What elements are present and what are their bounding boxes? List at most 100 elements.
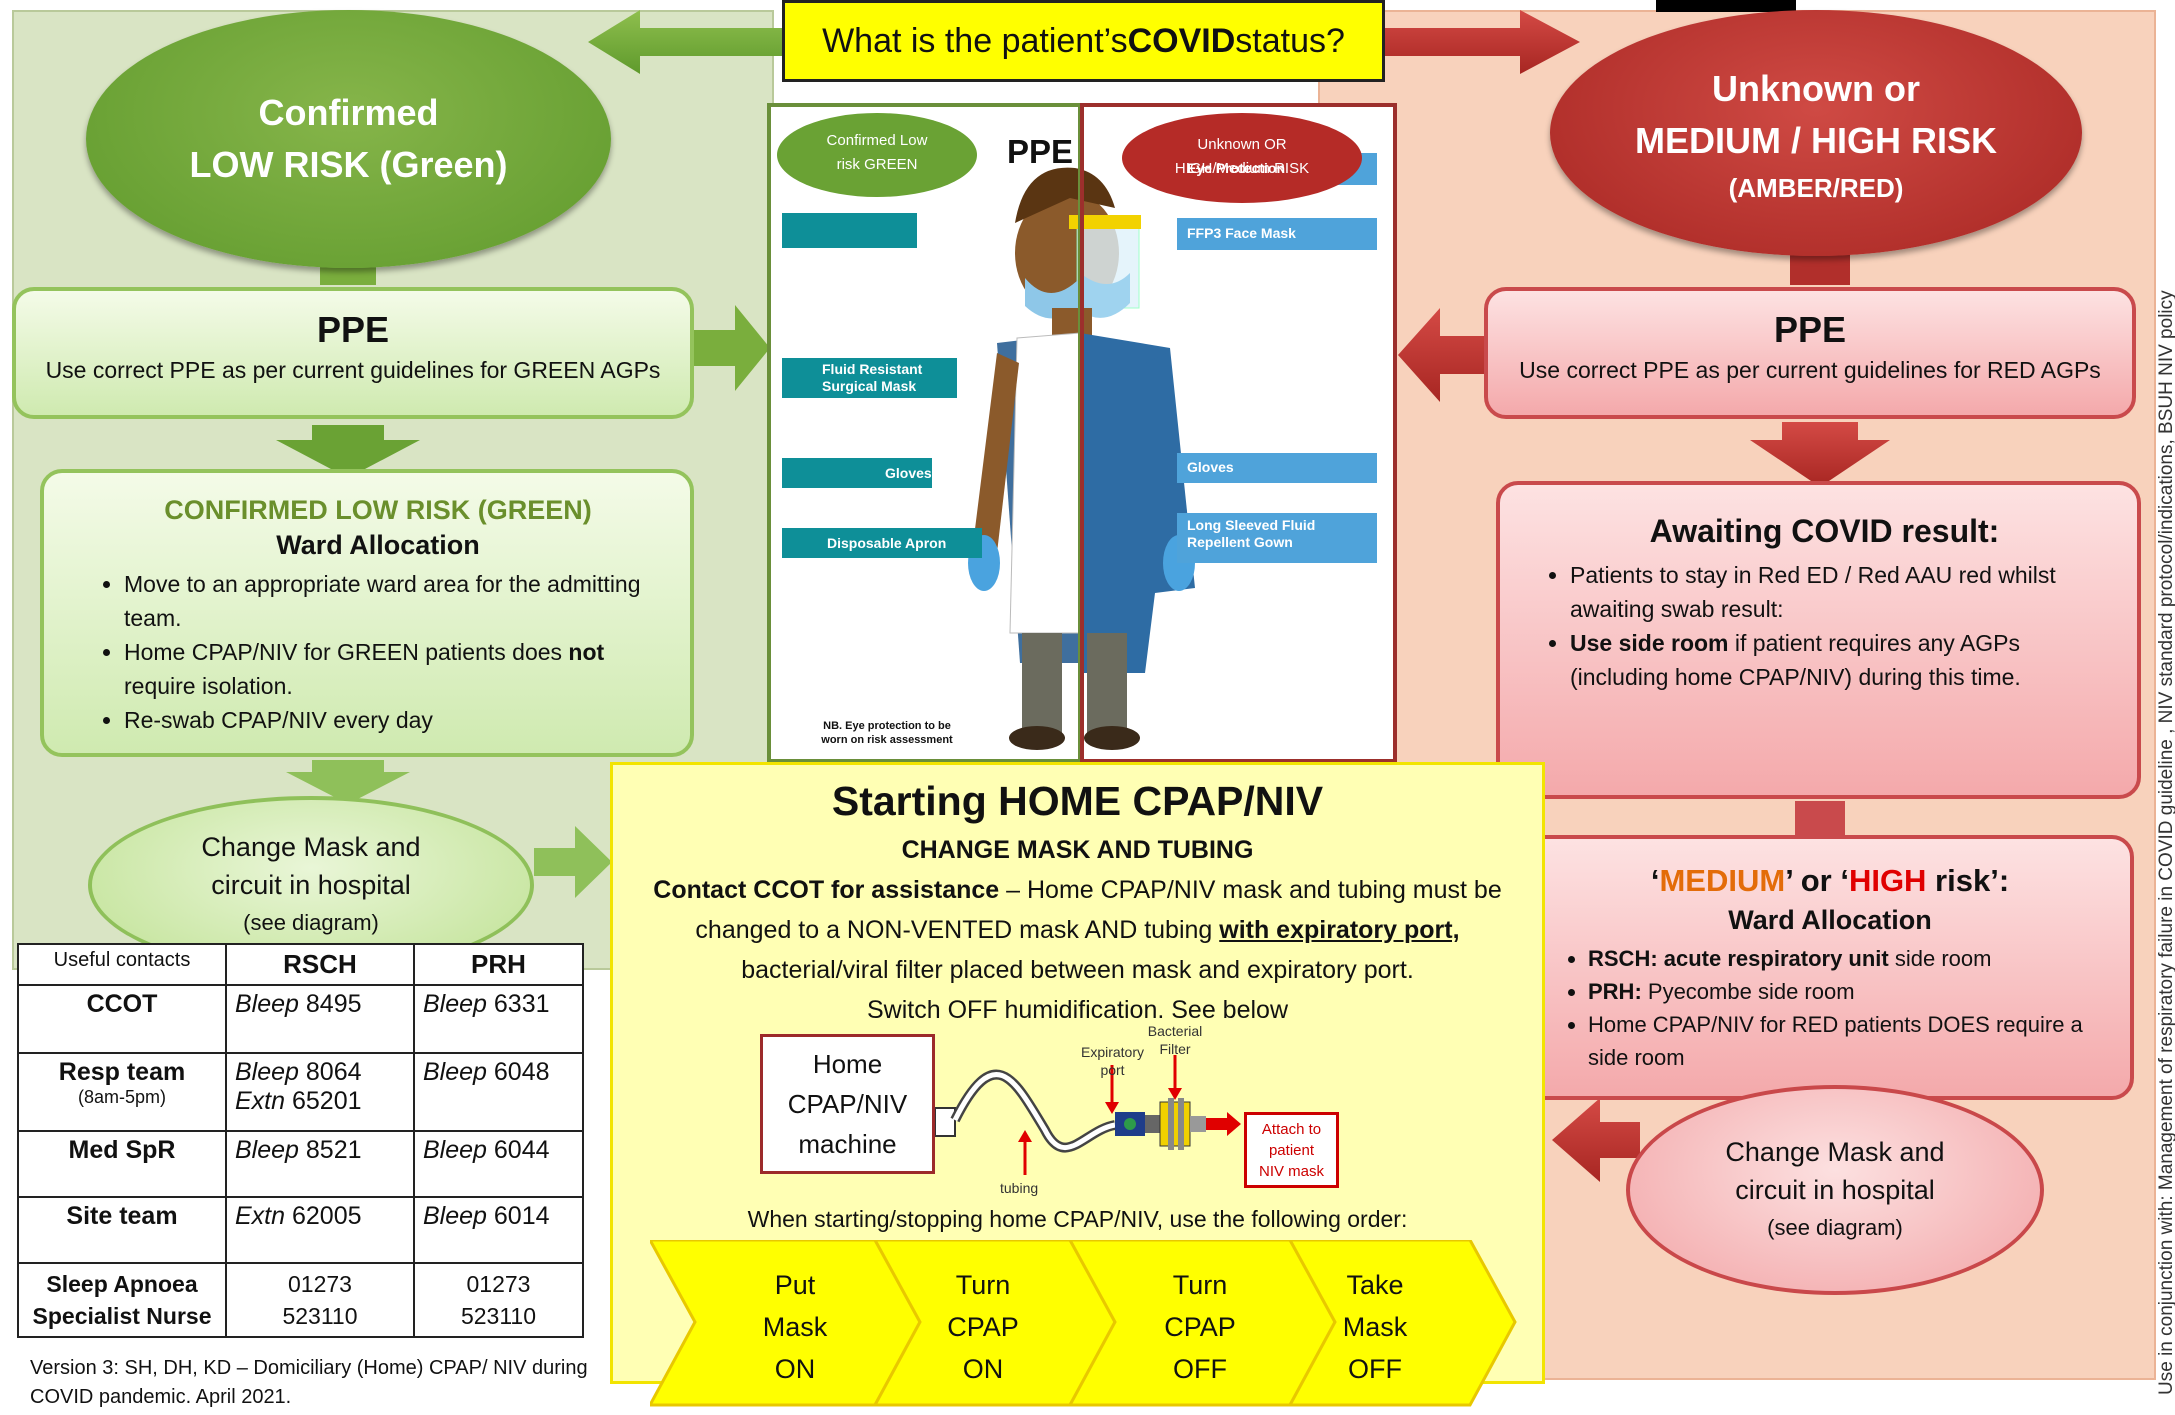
order-instruction: When starting/stopping home CPAP/NIV, us… [747,1206,1408,1232]
contact-name: CCOT [17,984,227,1054]
risk-heading: ‘MEDIUM’ or ‘HIGH risk’: [1650,863,2010,898]
list-item: RSCH: acute respiratory unit side room [1588,942,2112,975]
awaiting-result-box: Awaiting COVID result: Patients to stay … [1496,481,2141,799]
ppe-picture-title: PPE [1007,133,1074,170]
order-chevrons [650,1240,1517,1407]
green-ellipse-line2: LOW RISK (Green) [189,144,508,185]
red-ellipse-line1: Unknown or [1712,67,1920,109]
table-row: Site team Extn 62005 Bleep 6014 [17,1196,584,1264]
list-item: Home CPAP/NIV for GREEN patients does no… [124,635,672,703]
useful-contacts-table: Useful contacts RSCH PRH CCOT Bleep 8495… [17,943,584,1338]
ppe-red-text: Use correct PPE as per current guideline… [1519,357,2101,383]
arrow-red-down-2 [1750,422,1890,487]
ppe-green-text: Use correct PPE as per current guideline… [45,357,661,383]
ppe-green-frame [767,103,1082,763]
medium-high-risk-box: ‘MEDIUM’ or ‘HIGH risk’: Ward Allocation… [1514,835,2134,1100]
list-item: Patients to stay in Red ED / Red AAU red… [1570,558,2119,626]
contact-name: Site team [17,1196,227,1264]
ppe-green-box: PPE Use correct PPE as per current guide… [12,287,694,419]
contact-prh: Bleep 6014 [413,1196,584,1264]
home-cpap-subtitle: CHANGE MASK AND TUBING [901,836,1254,864]
green-ward-heading: CONFIRMED LOW RISK (GREEN) [164,495,592,525]
chevron-step-4 [1287,1240,1517,1407]
change-red-line2: circuit in hospital [1735,1175,1935,1205]
contact-prh: Bleep 6044 [413,1130,584,1198]
red-ellipse-line2: MEDIUM / HIGH RISK [1634,119,1997,161]
green-ellipse-line1: Confirmed [258,92,439,133]
change-green-line2: circuit in hospital [211,870,411,900]
contact-rsch: Bleep 8495 [225,984,415,1054]
medium-label: MEDIUM [1659,863,1786,898]
unknown-high-risk-ellipse: Unknown or MEDIUM / HIGH RISK (AMBER/RED… [1550,10,2082,256]
contact-rsch: Bleep 8521 [225,1130,415,1198]
arrow-to-green [588,10,782,74]
contact-name: Med SpR [17,1130,227,1198]
table-header: Useful contacts [17,943,227,986]
ppe-figure [777,103,1395,763]
table-row: Med SpR Bleep 8521 Bleep 6044 [17,1130,584,1198]
tubing-label: tubing [1000,1180,1039,1196]
arrow-red-down-3 [1795,801,1845,840]
list-item: Use side room if patient requires any AG… [1570,626,2119,694]
arrow-to-red [1385,10,1580,74]
header-black-bar [1656,0,1796,12]
list-item: Home CPAP/NIV for RED patients DOES requ… [1588,1008,2112,1074]
change-mask-red-ellipse: Change Mask and circuit in hospital (see… [1626,1085,2044,1295]
question-bold: COVID [1127,21,1236,60]
covid-status-question: What is the patient’s COVID status? [782,0,1385,82]
change-green-line1: Change Mask and [201,832,421,862]
side-note: Use in conjunction with: Management of r… [2156,290,2175,1395]
list-item: Move to an appropriate ward area for the… [124,567,672,635]
ppe-red-frame [1080,103,1397,763]
gloves-left-label: Gloves [885,465,932,481]
arrow-green-to-ppe [694,305,770,391]
green-ward-allocation-box: CONFIRMED LOW RISK (GREEN) Ward Allocati… [40,469,694,757]
arrow-green-down-3 [286,760,410,804]
green-ward-subheading: Ward Allocation [276,530,480,560]
arrow-red-down-1 [1790,250,1850,285]
risk-list: RSCH: acute respiratory unit side room P… [1548,942,2112,1074]
arrow-green-down-2 [276,425,420,478]
eye-protection-label: Eye Protection [1187,160,1286,176]
awaiting-list: Patients to stay in Red ED / Red AAU red… [1530,558,2119,694]
contact-name: Resp team(8am-5pm) [17,1052,227,1132]
change-green-line3: (see diagram) [243,910,379,935]
ppe-green-title: PPE [316,309,390,350]
apron-label: Disposable Apron [827,535,947,551]
high-label: HIGH [1848,863,1927,898]
arrow-green-to-home [534,826,612,898]
ppe-red-title: PPE [1773,309,1847,350]
red-ellipse-line3: (AMBER/RED) [1728,172,1904,203]
arrow-red-to-ppe [1398,308,1484,402]
version-footer: Version 3: SH, DH, KD – Domiciliary (Hom… [30,1357,588,1408]
contact-prh: Bleep 6331 [413,984,584,1054]
awaiting-title: Awaiting COVID result: [1649,513,2000,549]
home-cpap-title: Starting HOME CPAP/NIV [831,778,1324,824]
table-header: RSCH [225,943,415,986]
risk-subheading: Ward Allocation [1728,905,1932,935]
gloves-right-label: Gloves [1187,459,1234,475]
change-red-line3: (see diagram) [1767,1215,1903,1240]
table-row: Useful contacts RSCH PRH [17,943,584,986]
circuit-diagram [935,1055,1241,1175]
home-cpap-instructions: Contact CCOT for assistance – Home CPAP/… [653,876,1502,1024]
arrow-red-to-home [1552,1098,1640,1182]
list-item: Re-swab CPAP/NIV every day [124,703,672,737]
change-red-line1: Change Mask and [1725,1137,1945,1167]
